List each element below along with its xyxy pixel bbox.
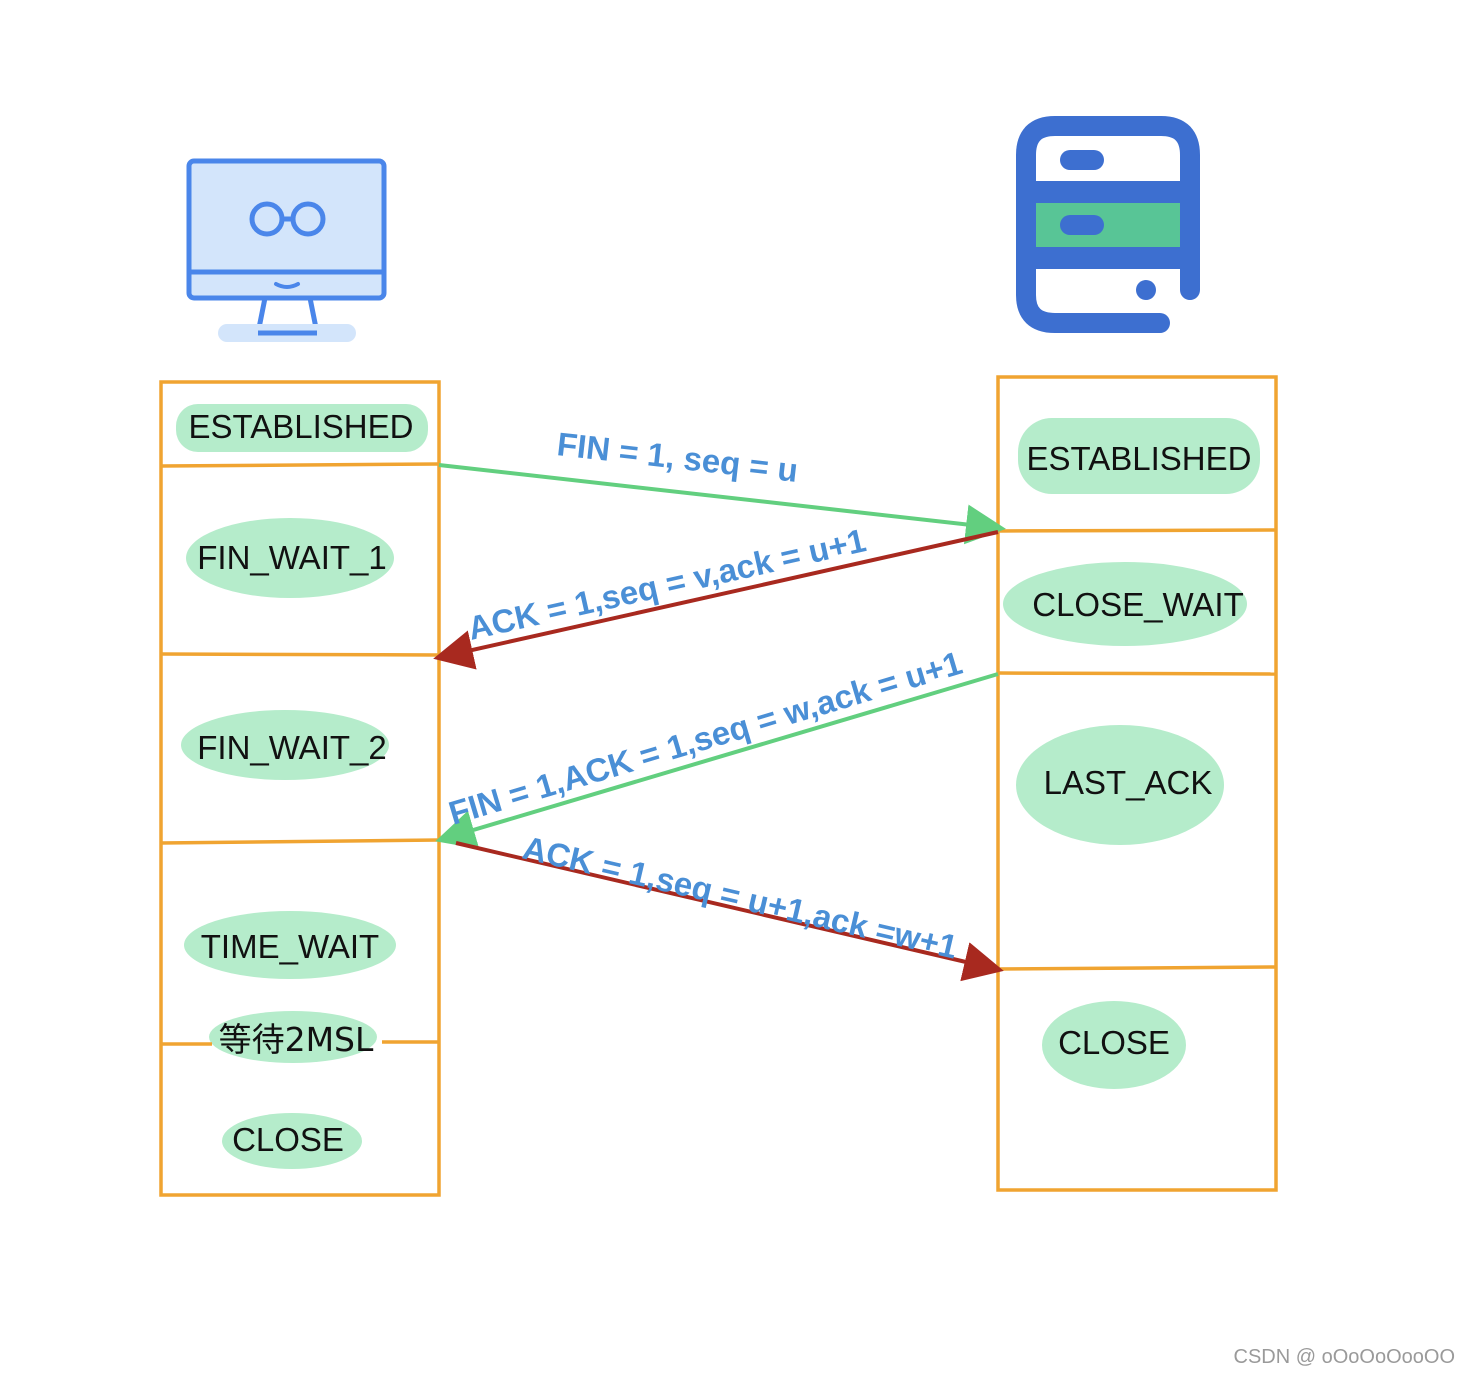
server-state-last-ack: LAST_ACK [1044,764,1213,801]
client-state-fin-wait-2: FIN_WAIT_2 [197,729,386,766]
client-state-established: ESTABLISHED [189,408,414,445]
client-highlights [176,404,428,1169]
server-phone-icon [1016,116,1200,333]
message-labels: FIN = 1, seq = u ACK = 1,seq = v,ack = u… [444,425,966,965]
watermark-text: CSDN @ oOoOoOooOO [1234,1346,1455,1368]
monitor-with-glasses-icon [186,158,387,342]
arrow-fin-1 [438,463,1006,545]
label-fin-2: FIN = 1,ACK = 1,seq = w,ack = u+1 [444,644,966,832]
server-state-box [996,375,1278,1192]
client-state-box [159,380,441,1197]
client-state-close: CLOSE [232,1121,344,1158]
arrow-ack-2 [455,841,1004,982]
server-state-close-wait: CLOSE_WAIT [1032,586,1244,623]
label-ack-1: ACK = 1,seq = v,ack = u+1 [464,521,869,646]
message-arrows [433,463,1006,982]
client-state-column: ESTABLISHED FIN_WAIT_1 FIN_WAIT_2 TIME_W… [159,380,441,1197]
client-state-time-wait: TIME_WAIT [201,928,379,965]
label-ack-2: ACK = 1,seq = u+1,ack =w+1 [519,829,961,966]
client-state-wait-2msl: 等待2MSL [219,1020,374,1059]
server-state-established: ESTABLISHED [1027,440,1252,477]
server-state-column: ESTABLISHED CLOSE_WAIT LAST_ACK CLOSE [996,375,1278,1192]
arrow-ack-1 [433,530,999,670]
server-state-close: CLOSE [1058,1024,1170,1061]
server-highlights [1003,418,1260,1089]
label-fin-1: FIN = 1, seq = u [555,425,800,489]
client-state-fin-wait-1: FIN_WAIT_1 [197,539,386,576]
arrow-fin-2 [435,672,999,850]
